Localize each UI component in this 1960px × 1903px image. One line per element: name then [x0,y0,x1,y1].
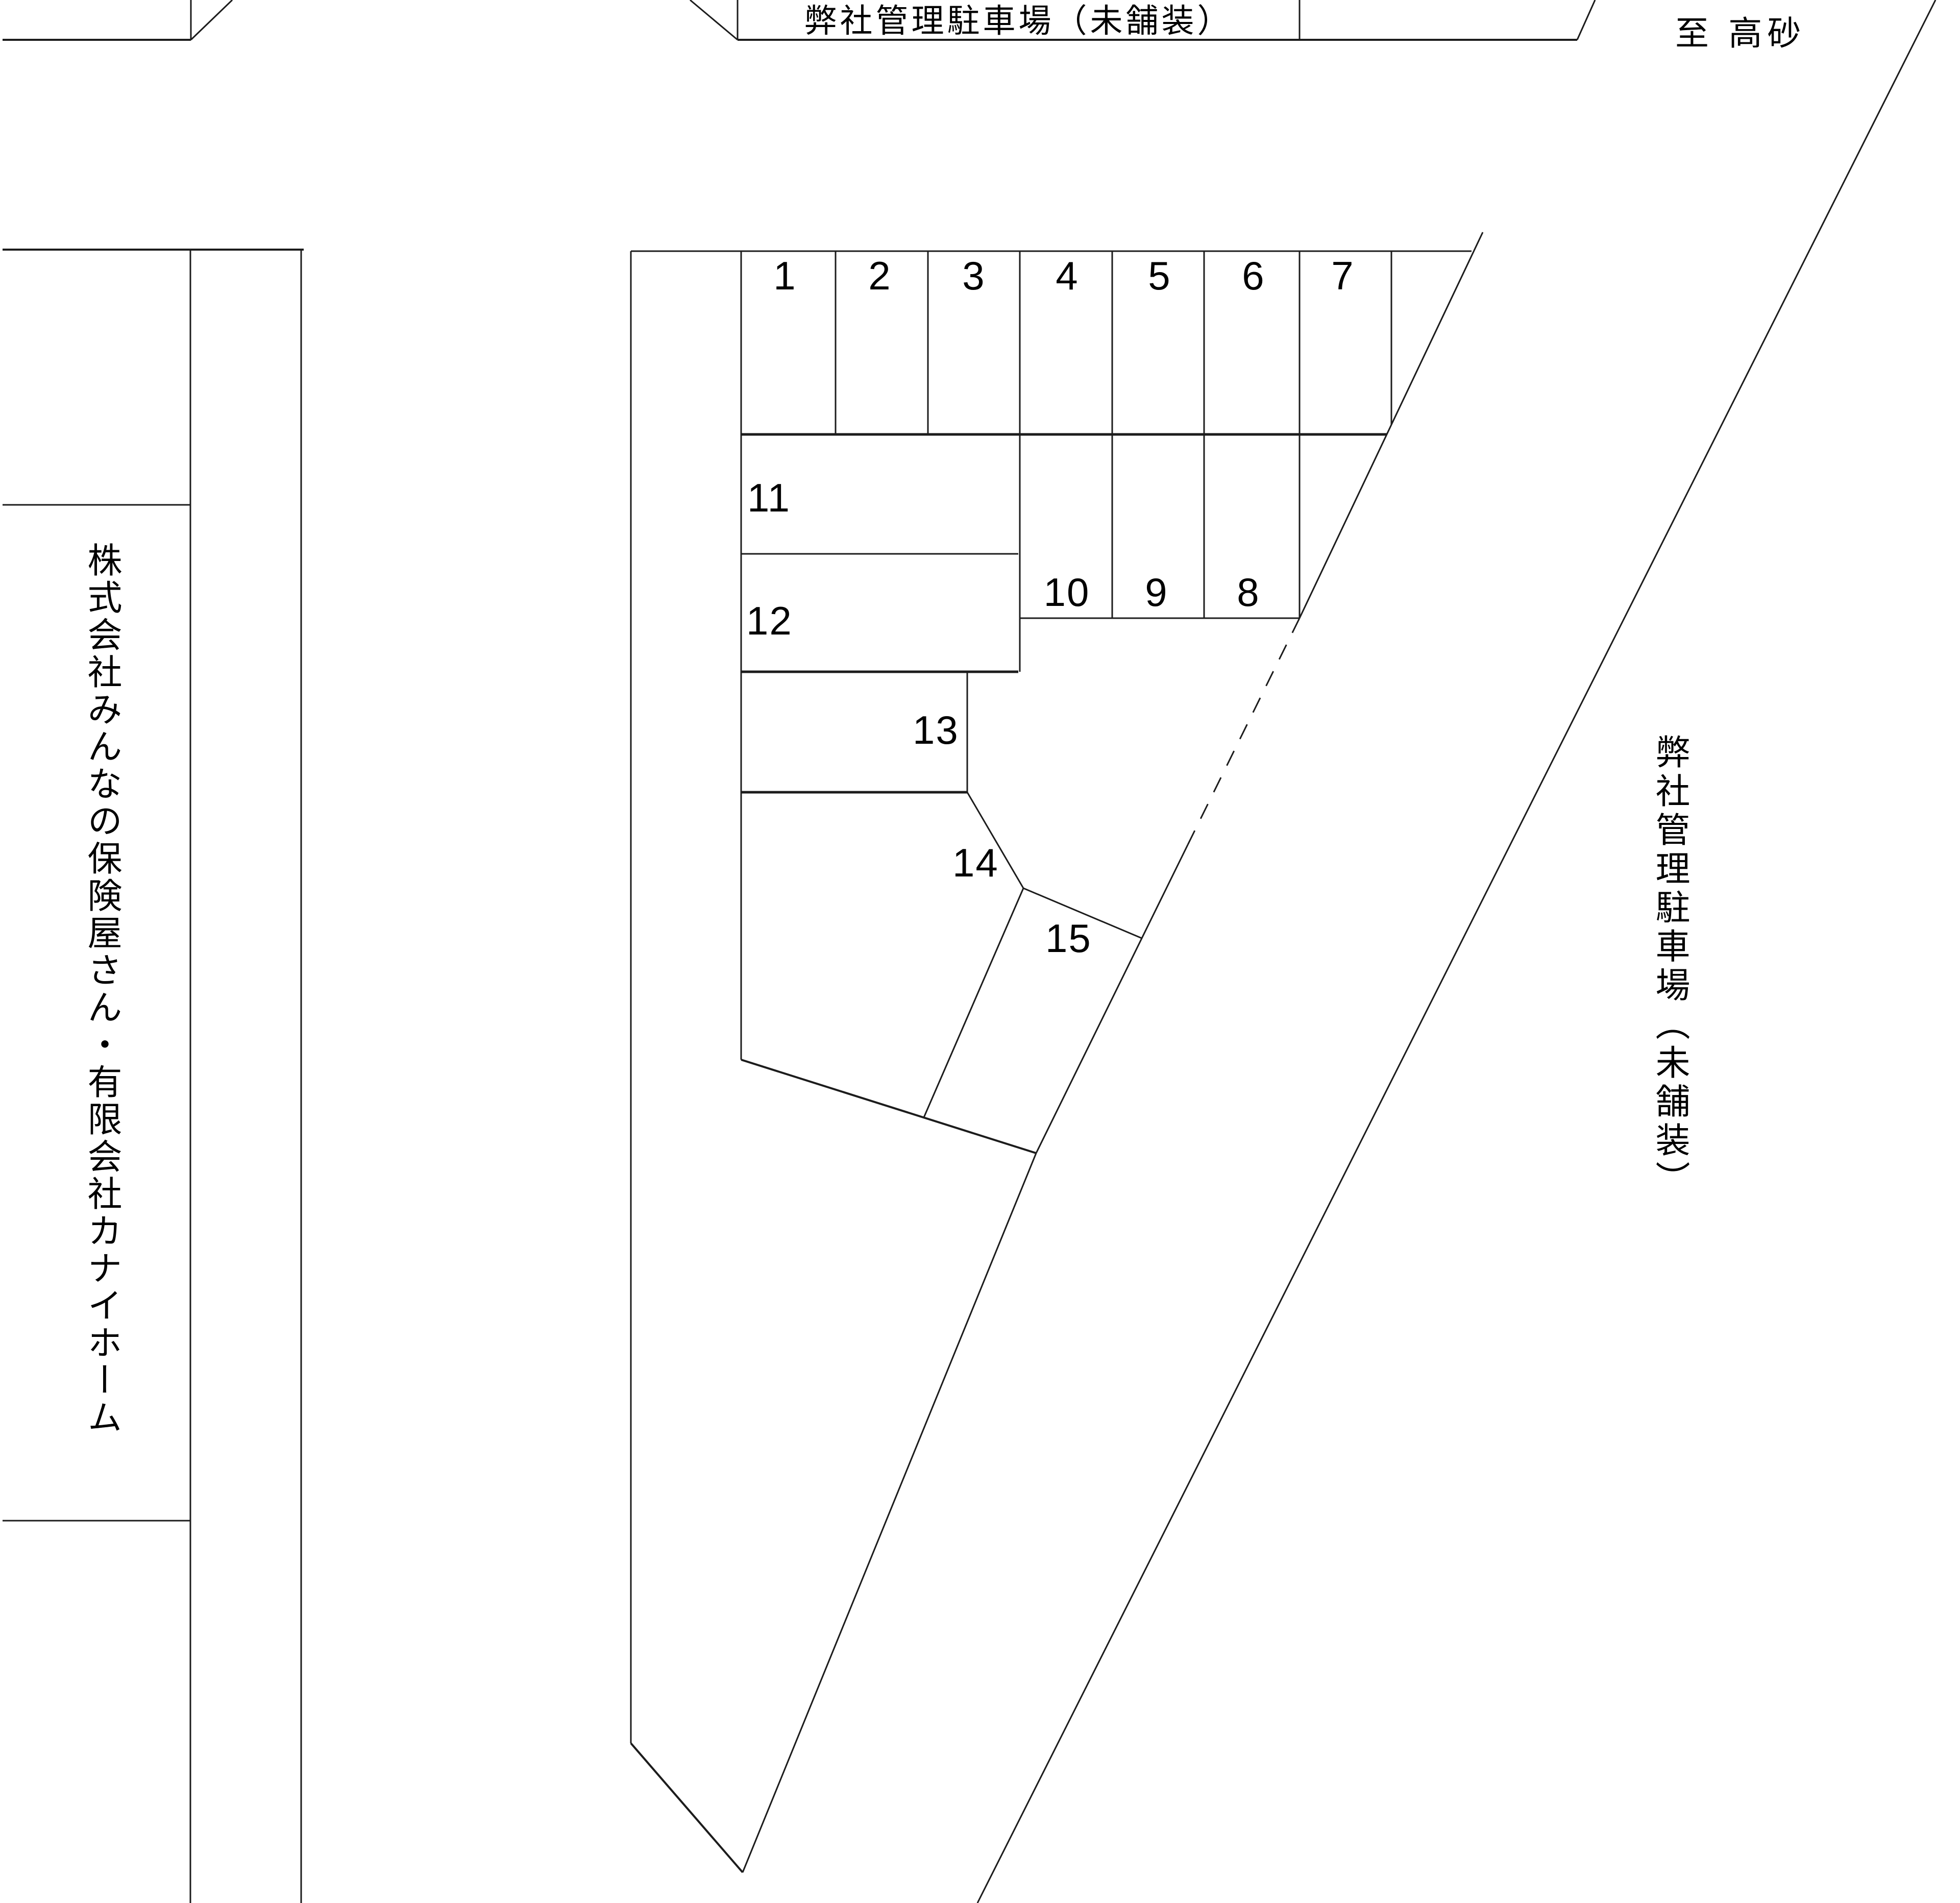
stall-label-8: 8 [1237,570,1260,615]
road-left-edge-dashed [1187,618,1301,845]
stall-label-11: 11 [747,475,791,520]
stall-label-5: 5 [1148,253,1171,298]
top-parking-strip [690,0,1596,41]
stall-label-2: 2 [868,253,892,298]
stall-label-15: 15 [1045,916,1092,961]
fan-bottom-line [741,1059,1037,1154]
stall-dividers-row1 [740,251,1392,1060]
top-parking-strip-label: 弊社管理駐車場（未舗装） [804,3,1233,39]
stall-label-9: 9 [1145,570,1168,615]
stall-label-14: 14 [952,840,999,885]
stall-boxes-mid [741,553,1300,794]
stall-label-10: 10 [1043,570,1090,615]
lot-outline [630,250,1472,1873]
to-takasago-label: 至 高砂 [1675,14,1806,52]
top-left-block [3,0,233,41]
road-right-edge [976,0,1937,1903]
stall-label-7: 7 [1331,253,1355,298]
stall-label-13: 13 [913,707,959,752]
left-company-label: 株式会社みんなの保険屋さん・有限会社カナイホーム [82,542,121,1436]
right-parking-vertical-label: 弊社管理駐車場（未舗装） [1650,734,1689,1200]
stall-fan-14-15 [741,792,1142,1154]
stall-label-6: 6 [1242,253,1265,298]
stall-label-3: 3 [962,253,986,298]
stall-label-12: 12 [746,598,793,643]
road-left-edge [742,232,1484,1873]
left-street-and-parcels [3,249,304,1903]
stall-label-1: 1 [773,253,797,298]
stall-label-4: 4 [1056,253,1079,298]
